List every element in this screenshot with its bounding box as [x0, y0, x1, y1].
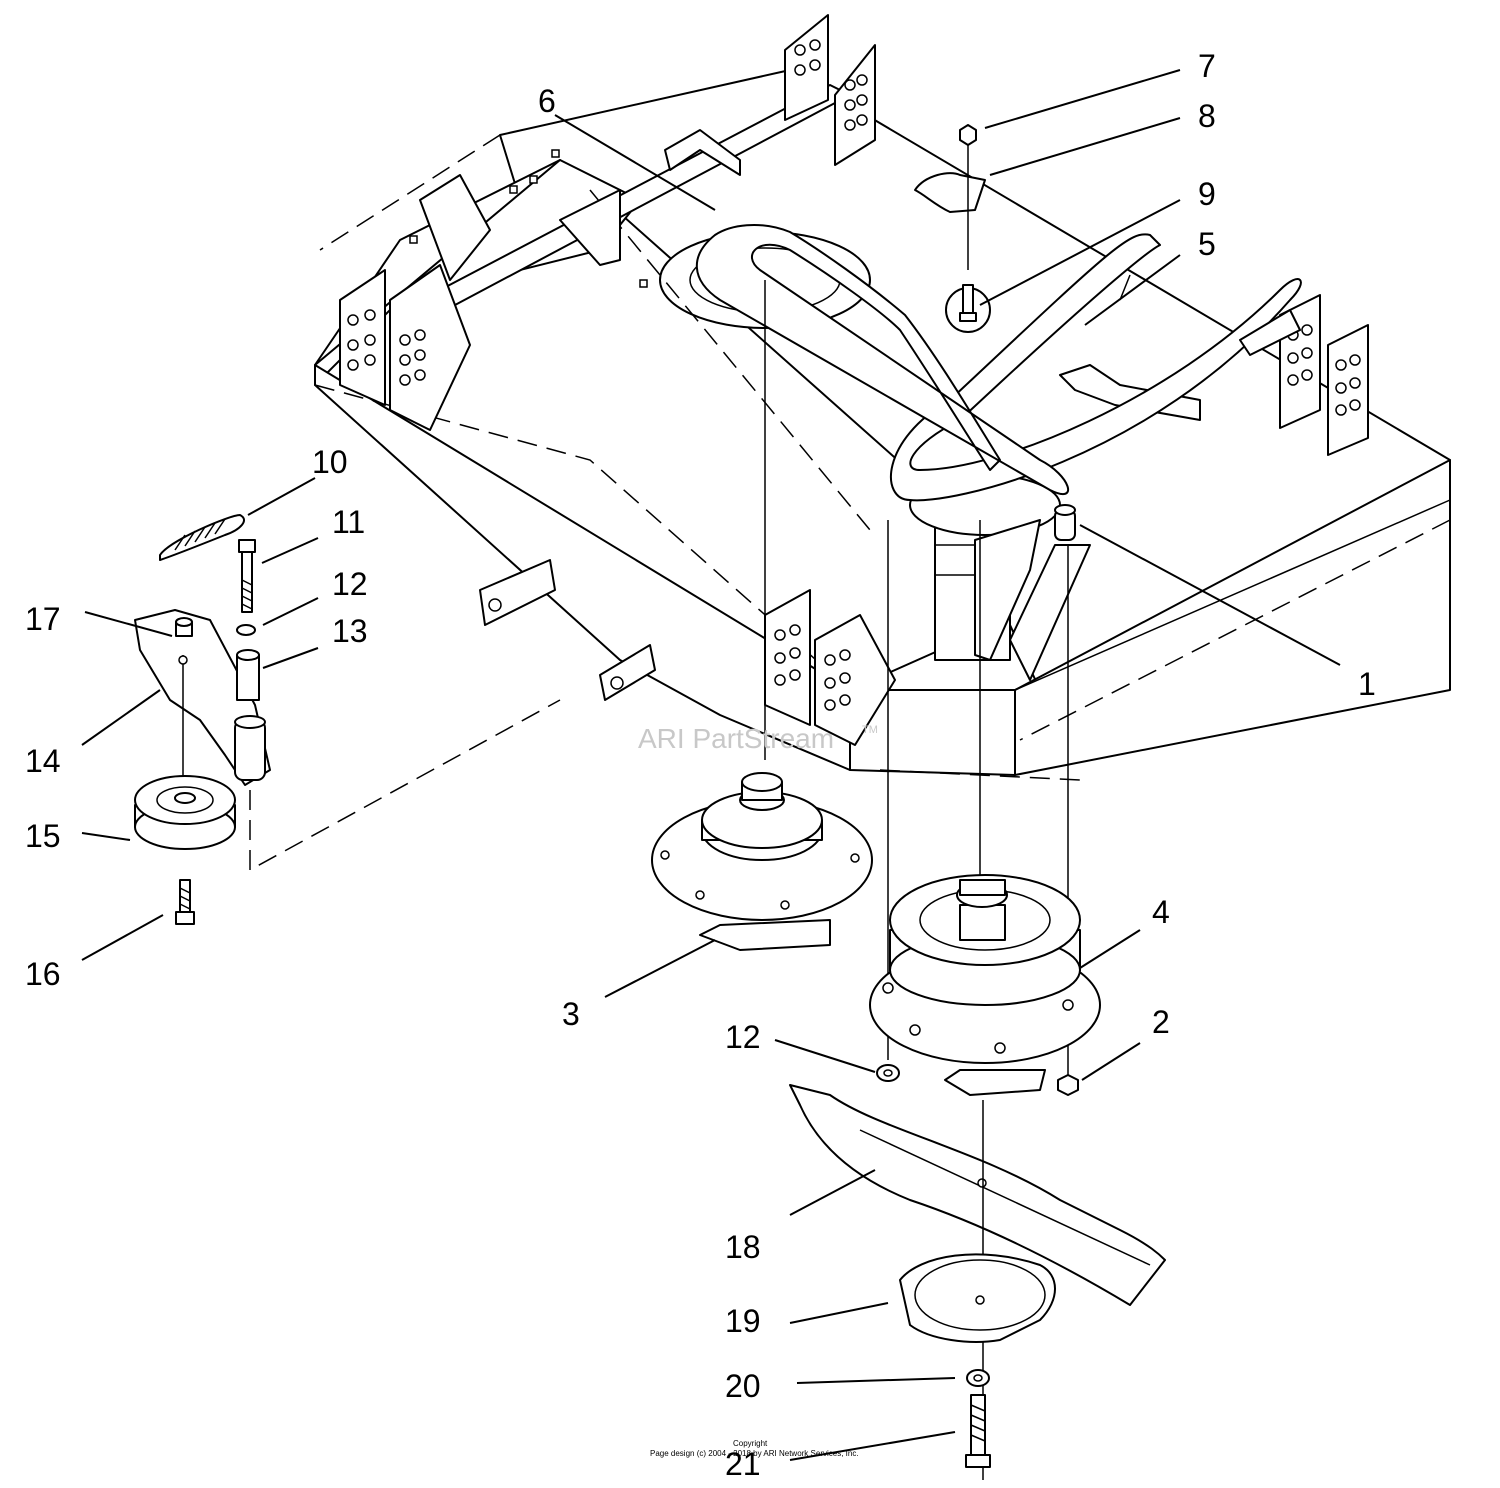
nut-17 — [175, 617, 193, 637]
callout-12-lower: 12 — [725, 1019, 761, 1055]
bracket-8 — [914, 140, 986, 270]
callout-4: 4 — [1152, 894, 1170, 930]
callout-3: 3 — [562, 996, 580, 1032]
callout-13: 13 — [332, 613, 368, 649]
callout-9: 9 — [1198, 176, 1216, 212]
bolt-21 — [965, 1394, 991, 1468]
hinge-plates-rear — [784, 14, 876, 166]
callout-11: 11 — [332, 504, 365, 540]
leader-lines — [81, 69, 1341, 1461]
callout-16: 16 — [25, 956, 61, 992]
center-spindle-3 — [651, 280, 873, 951]
callout-21: 21 — [725, 1446, 761, 1482]
nut-2 — [1057, 1074, 1079, 1096]
callout-12-upper: 12 — [332, 566, 368, 602]
idler-pulley-15 — [134, 775, 236, 850]
watermark-text: ARI PartStream — [638, 723, 834, 754]
callout-17: 17 — [25, 601, 61, 637]
bolt-11 — [238, 539, 256, 613]
spring-10 — [159, 514, 245, 561]
callout-19: 19 — [725, 1303, 761, 1339]
copyright-line-2: Page design (c) 2004 - 2018 by ARI Netwo… — [650, 1449, 859, 1458]
nut-7 — [959, 124, 977, 146]
bolt-16 — [175, 879, 195, 925]
hinge-plates-front — [764, 589, 896, 746]
deck-tabs — [479, 559, 656, 701]
callout-5: 5 — [1198, 226, 1216, 262]
washer-12-lower — [876, 1064, 900, 1082]
callout-15: 15 — [25, 818, 61, 854]
hinge-plates-right — [1279, 294, 1369, 456]
spacer-13 — [236, 649, 260, 701]
callout-8: 8 — [1198, 98, 1216, 134]
callout-6: 6 — [538, 83, 556, 119]
idler-spacer — [234, 715, 266, 781]
callout-14: 14 — [25, 743, 61, 779]
cup-19 — [899, 1253, 1056, 1343]
watermark-tm: TM — [862, 724, 878, 736]
washer-20 — [966, 1369, 990, 1387]
right-spindle-4 — [869, 520, 1101, 1096]
washer-12-upper — [236, 624, 256, 636]
callout-20: 20 — [725, 1368, 761, 1404]
hinge-plates-left — [339, 174, 491, 431]
bolt-9 — [945, 284, 991, 333]
callout-10: 10 — [312, 444, 348, 480]
drive-belt — [695, 224, 1070, 496]
callouts: 1 2 3 4 5 6 7 8 9 10 11 12 13 14 15 16 1… — [25, 48, 1376, 1482]
callout-18: 18 — [725, 1229, 761, 1265]
bolt-1 — [1054, 504, 1076, 541]
callout-1: 1 — [1358, 666, 1376, 702]
copyright-line-1: Copyright — [733, 1439, 768, 1448]
callout-7: 7 — [1198, 48, 1216, 84]
callout-2: 2 — [1152, 1004, 1170, 1040]
